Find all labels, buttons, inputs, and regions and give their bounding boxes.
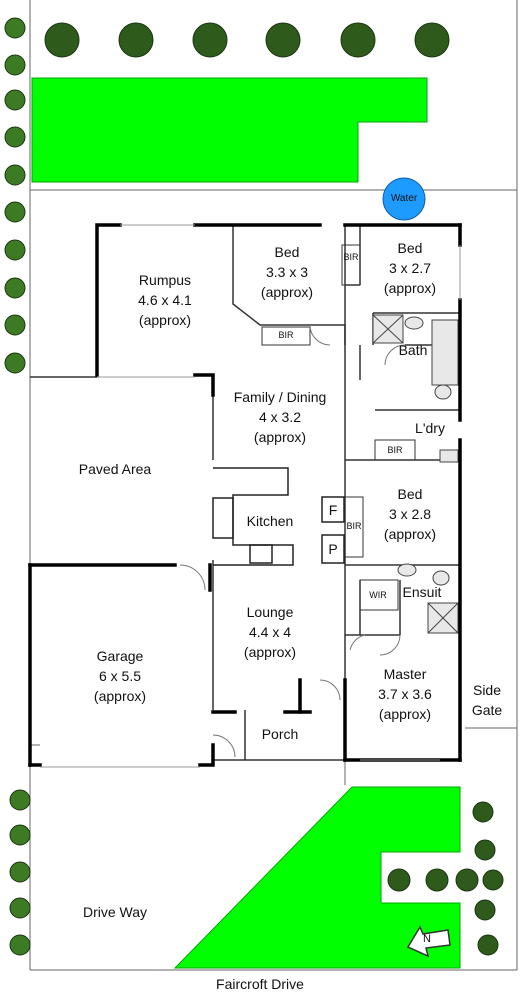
lounge-label: Lounge 4.4 x 4 (approx) (243, 604, 297, 660)
bir-boxes (261, 244, 416, 611)
pantry-label: P (328, 541, 338, 557)
driveway-label: Drive Way (82, 904, 148, 920)
master-label: Master 3.7 x 3.6 (approx) (378, 666, 432, 722)
porch-label: Porch (261, 726, 299, 742)
front-bushes (387, 801, 504, 956)
fridge-pantry (321, 496, 345, 564)
front-lawn (173, 786, 461, 969)
bir1-label: BIR (278, 330, 294, 340)
ensuit-label: Ensuit (402, 584, 442, 600)
bed3-label: Bed 3 x 2.8 (approx) (383, 486, 437, 542)
bath-label: Bath (398, 342, 428, 358)
rumpus-label: Rumpus 4.6 x 4.1 (approx) (138, 272, 192, 328)
north-label: N (423, 933, 431, 945)
bed1-label: Bed 3.3 x 3 (approx) (260, 244, 314, 300)
back-lawn (31, 77, 428, 183)
kitchen-bench (212, 467, 294, 566)
water-label: Water (390, 193, 418, 204)
left-bushes (4, 17, 31, 956)
laundry-label: L'dry (415, 420, 445, 436)
bir2-label: BIR (343, 252, 359, 262)
street-label: Faircroft Drive (216, 976, 304, 992)
top-bushes (44, 22, 450, 58)
water-tank (382, 177, 426, 221)
bir4-label: BIR (346, 521, 362, 531)
kitchen-label: Kitchen (246, 513, 294, 529)
garage-label: Garage 6 x 5.5 (approx) (93, 648, 147, 704)
paved-label: Paved Area (78, 461, 152, 477)
side-gate-label: Side Gate (471, 682, 503, 718)
fridge-label: F (328, 502, 338, 518)
family-label: Family / Dining 4 x 3.2 (approx) (233, 389, 327, 445)
exterior-walls (28, 223, 462, 767)
wir-label: WIR (369, 590, 387, 600)
bir3-label: BIR (387, 445, 403, 455)
north-arrow (406, 925, 451, 958)
windows (40, 224, 461, 768)
shower-cross (372, 314, 459, 634)
door-swings (179, 324, 406, 758)
bed2-label: Bed 3 x 2.7 (approx) (383, 240, 437, 296)
